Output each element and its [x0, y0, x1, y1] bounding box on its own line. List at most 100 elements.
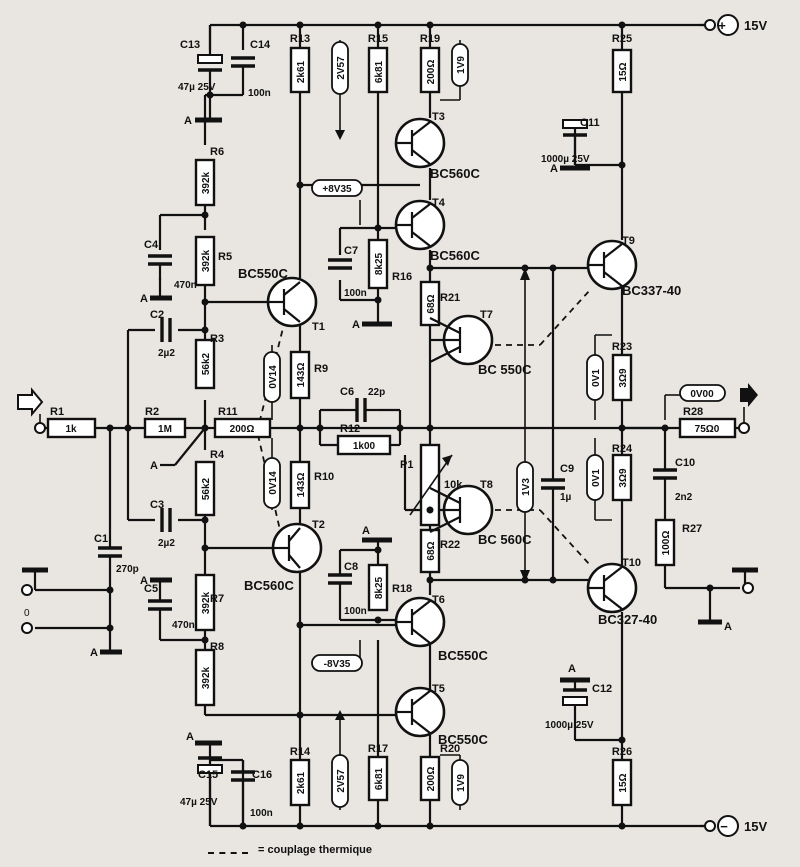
svg-text:R5: R5: [218, 251, 232, 263]
r19-value: 200Ω: [426, 60, 437, 85]
capacitor-values: 47µ 25V 100n 470n 2µ2 100n 1000µ 25V 22p…: [116, 82, 693, 819]
v-neg: -8V35: [324, 659, 351, 670]
svg-text:C12: C12: [592, 683, 612, 695]
resistor-r10: [289, 460, 311, 510]
capacitors: [98, 25, 677, 826]
resistor-values: 2k61 6k81 200Ω 15Ω 392k 392k 8k25 68Ω 56…: [65, 60, 719, 794]
capacitor-c6: [345, 398, 378, 422]
r10-value: 143Ω: [296, 473, 307, 498]
component-labels: + 15V − 15V 0 R13 R15 R19 R25 R6 R5 R16 …: [24, 18, 767, 834]
transistor-t7: [429, 314, 494, 366]
v-r23: 0V1: [591, 369, 602, 387]
svg-text:C6: C6: [340, 386, 354, 398]
capacitor-c2: [160, 318, 172, 342]
svg-text:R28: R28: [683, 406, 703, 418]
svg-text:10k: 10k: [444, 479, 463, 491]
positive-supply-label: 15V: [744, 18, 767, 33]
svg-text:R25: R25: [612, 33, 632, 45]
svg-text:C9: C9: [560, 463, 574, 475]
resistor-r21: [419, 280, 441, 327]
svg-text:C5: C5: [144, 583, 158, 595]
svg-text:T6: T6: [432, 594, 445, 606]
svg-text:R27: R27: [682, 523, 702, 535]
r21-value: 68Ω: [426, 294, 437, 313]
capacitor-c5: [148, 595, 172, 625]
t4-type: BC560C: [430, 248, 480, 263]
plus-sign: +: [718, 18, 726, 33]
c3-value: 2µ2: [158, 538, 175, 549]
c12-value: 1000µ 25V: [545, 720, 594, 731]
r16-value: 8k25: [374, 252, 385, 275]
v-r24: 0V1: [591, 469, 602, 487]
measurement-arrows: [271, 40, 680, 810]
r14-value: 2k61: [296, 771, 307, 794]
capacitor-c15: [197, 756, 223, 826]
v-bias: 1V3: [521, 478, 532, 496]
svg-text:R15: R15: [368, 33, 388, 45]
svg-text:R14: R14: [290, 746, 311, 758]
svg-text:A: A: [568, 663, 576, 675]
svg-text:T9: T9: [622, 235, 635, 247]
svg-text:R19: R19: [420, 33, 440, 45]
resistor-r28: [678, 417, 737, 439]
resistor-r26: [611, 758, 633, 807]
r1-value: 1k: [65, 424, 77, 435]
r22-value: 68Ω: [426, 541, 437, 560]
minus-symbol-circle: [717, 815, 739, 837]
v-r19: 1V9: [456, 56, 467, 74]
svg-text:R24: R24: [612, 443, 633, 455]
resistor-r8: [194, 648, 216, 707]
svg-text:R17: R17: [368, 743, 388, 755]
transistor-t1: [266, 276, 318, 328]
svg-text:A: A: [724, 621, 732, 633]
capacitor-c12: [562, 680, 588, 706]
c5-value: 470n: [172, 620, 195, 631]
c6-value: 22p: [368, 387, 385, 398]
svg-text:A: A: [186, 731, 194, 743]
c7-value: 100n: [344, 288, 367, 299]
r25-value: 15Ω: [618, 62, 629, 81]
t7-type: BC 550C: [478, 362, 532, 377]
resistor-r15: [367, 46, 389, 94]
capacitor-c3: [160, 508, 172, 532]
voltage-pills: [263, 41, 726, 808]
svg-text:R10: R10: [314, 471, 334, 483]
capacitor-c11: [562, 119, 588, 165]
svg-text:R23: R23: [612, 341, 632, 353]
input-terminal: [34, 422, 46, 434]
capacitor-c9: [541, 475, 565, 500]
svg-text:R20: R20: [440, 743, 460, 755]
svg-text:T4: T4: [432, 197, 446, 209]
resistor-r20: [419, 755, 441, 802]
positive-supply-terminal: [704, 19, 716, 31]
transistor-types: BC560C BC560C BC550C BC337-40 BC 550C BC…: [238, 166, 681, 747]
resistor-r19: [419, 46, 441, 94]
svg-text:T1: T1: [312, 321, 325, 333]
plus-symbol-circle: [717, 14, 739, 36]
svg-text:R26: R26: [612, 746, 632, 758]
output-arrow-icon: [740, 383, 758, 407]
input-ground-terminal-label: 0: [24, 608, 30, 619]
svg-text:C16: C16: [252, 769, 272, 781]
svg-text:P1: P1: [400, 459, 413, 471]
wires: [35, 23, 740, 828]
svg-text:C4: C4: [144, 239, 159, 251]
resistor-r1: [46, 417, 97, 439]
svg-text:T5: T5: [432, 683, 445, 695]
r6-value: 392k: [201, 171, 212, 194]
ground-symbols: [22, 117, 758, 746]
negative-supply-label: 15V: [744, 819, 767, 834]
resistor-r14: [289, 758, 311, 807]
svg-text:C8: C8: [344, 561, 358, 573]
r17-value: 6k81: [374, 767, 385, 790]
svg-text:C7: C7: [344, 245, 358, 257]
junction-dots: [106, 21, 714, 830]
c15-value: 47µ 25V: [180, 797, 218, 808]
transistor-t6: [394, 596, 446, 648]
negative-supply-terminal: [704, 820, 716, 832]
r15-value: 6k81: [374, 60, 385, 83]
c1-value: 270p: [116, 564, 139, 575]
r5-value: 392k: [201, 249, 212, 272]
svg-text:T7: T7: [480, 309, 493, 321]
transistor-t3: [394, 117, 446, 169]
